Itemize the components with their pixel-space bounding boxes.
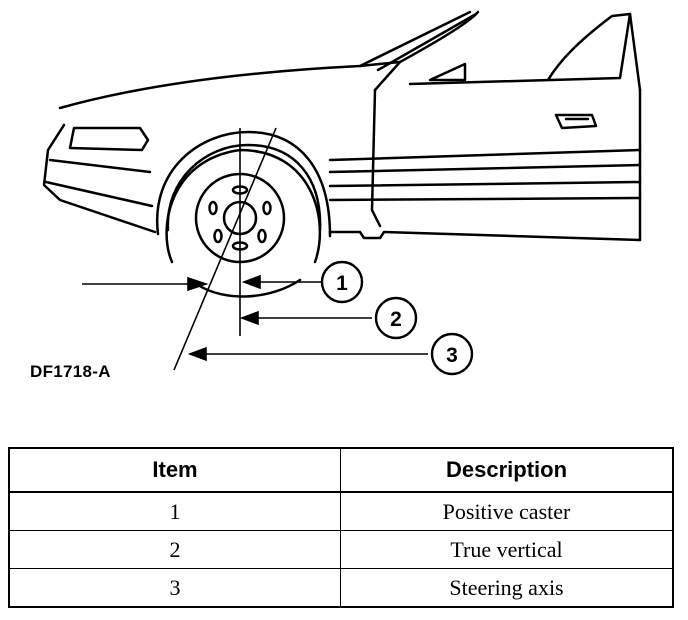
front-bumper bbox=[42, 123, 157, 234]
item-cell: 2 bbox=[8, 530, 341, 569]
item-cell: 3 bbox=[8, 568, 341, 608]
fender-edge bbox=[373, 60, 402, 92]
side-mirror bbox=[428, 62, 467, 82]
callout-1-label: 1 bbox=[336, 272, 348, 295]
description-cell: Positive caster bbox=[340, 491, 674, 531]
callout-3-arrowhead bbox=[187, 346, 207, 362]
callout-2-label: 2 bbox=[390, 308, 402, 331]
headlamp bbox=[68, 126, 150, 152]
rocker bbox=[328, 230, 642, 242]
callout-2-circle bbox=[374, 296, 418, 340]
front-window bbox=[408, 12, 632, 86]
callout-3-circle bbox=[430, 332, 474, 376]
door-handle bbox=[554, 113, 598, 130]
wheel-slot bbox=[208, 200, 218, 216]
description-column-header: Description bbox=[340, 447, 674, 493]
grille-line bbox=[48, 158, 152, 174]
callout-3-label: 3 bbox=[446, 344, 458, 367]
callout-2-arrowhead bbox=[239, 310, 259, 326]
front-door-edge bbox=[370, 88, 382, 228]
steering-axis-line bbox=[173, 127, 277, 371]
description-cell: True vertical bbox=[340, 530, 674, 569]
windshield-frame bbox=[358, 10, 472, 68]
item-column-header: Item bbox=[8, 447, 341, 493]
body-line-2 bbox=[328, 163, 642, 174]
bumper-line bbox=[44, 180, 154, 208]
b-pillar bbox=[628, 12, 642, 92]
figure-code: DF1718-A bbox=[30, 362, 111, 381]
caster-diagram: 1 2 3 bbox=[42, 10, 642, 376]
caster-reference-arrowhead bbox=[187, 276, 209, 292]
legend-header-row: Item Description bbox=[8, 447, 674, 493]
hood-line bbox=[58, 60, 402, 110]
table-row: 2 True vertical bbox=[8, 530, 674, 569]
table-row: 1 Positive caster bbox=[8, 491, 674, 531]
body-line-4 bbox=[328, 196, 642, 202]
wheel-slot bbox=[262, 200, 272, 216]
item-cell: 1 bbox=[8, 491, 341, 531]
body-line-1 bbox=[328, 148, 642, 162]
wheel-slot bbox=[257, 228, 267, 244]
callout-1-circle bbox=[320, 260, 364, 304]
description-cell: Steering axis bbox=[340, 568, 674, 608]
a-pillar bbox=[376, 12, 478, 72]
table-row: 3 Steering axis bbox=[8, 568, 674, 608]
callout-1-arrowhead bbox=[241, 274, 261, 290]
wheel-arch bbox=[155, 130, 332, 238]
roof-edge bbox=[398, 10, 480, 64]
wheel-arch-inner bbox=[166, 143, 322, 232]
wheel-slot bbox=[213, 228, 223, 244]
legend-table: Item Description 1 Positive caster 2 Tru… bbox=[8, 447, 674, 608]
body-line-3 bbox=[328, 180, 642, 188]
